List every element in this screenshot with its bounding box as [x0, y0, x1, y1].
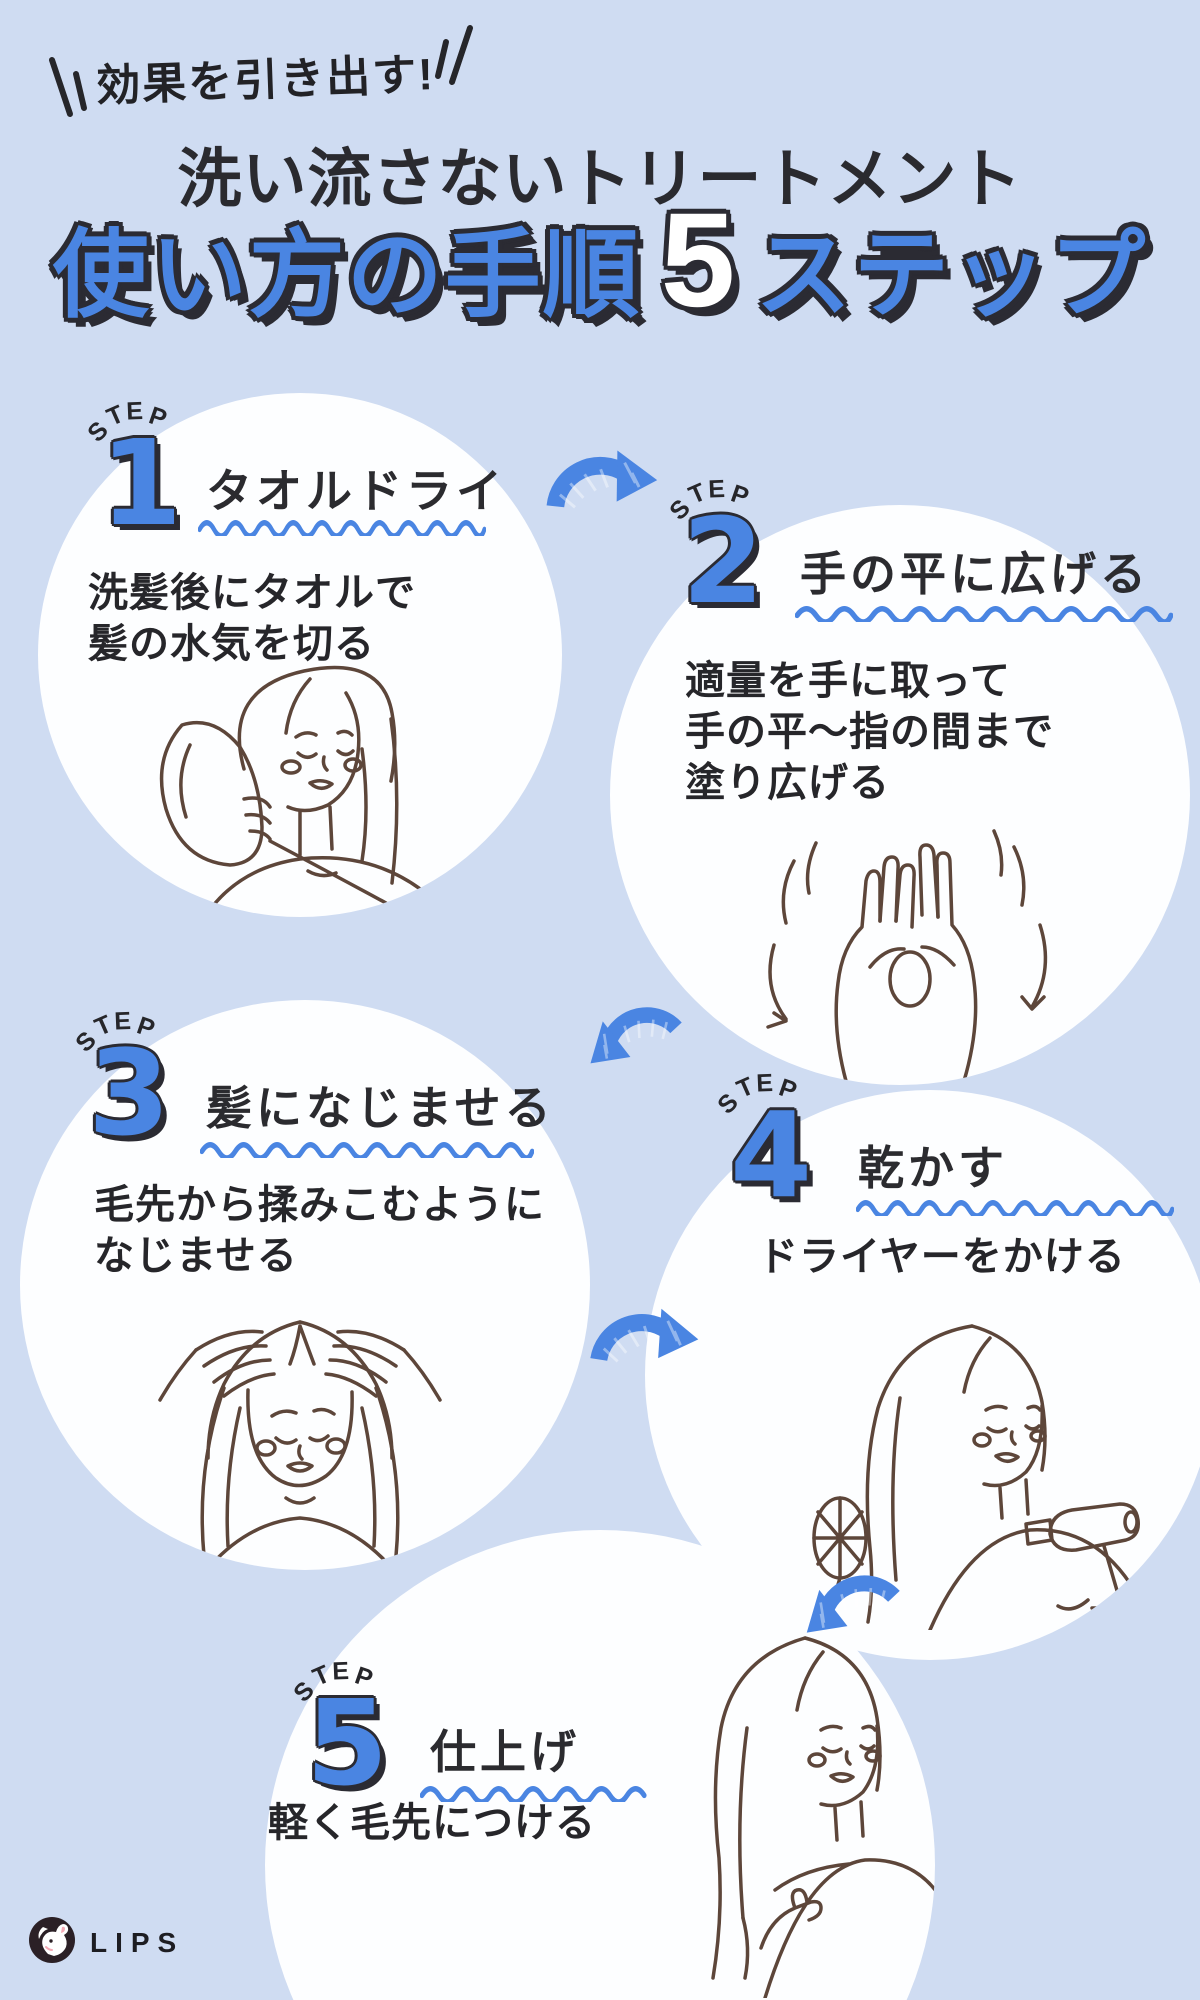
massage-into-hair-illustration: [100, 1288, 500, 1568]
curved-arrow-icon: [543, 435, 665, 526]
step5-number: 5: [306, 1674, 389, 1812]
page-title-suffix: ステップ: [755, 221, 1148, 329]
blow-dry-illustration: [690, 1298, 1160, 1630]
header-tagline: 効果を引き出す!: [95, 50, 436, 111]
step2-number: 2: [682, 492, 765, 630]
step2-title: 手の平に広げる: [800, 548, 1150, 600]
page-title-number: 5: [660, 185, 736, 335]
curved-arrow-icon: [586, 1290, 708, 1383]
step3-description: 毛先から揉みこむように なじませる: [94, 1180, 545, 1282]
step3-title: 髪になじませる: [206, 1082, 555, 1134]
step1-description-line: 洗髪後にタオルで: [88, 571, 416, 615]
wavy-underline: [420, 1786, 647, 1802]
footer: LIPS: [28, 1916, 184, 1969]
step1-title: タオルドライ: [206, 465, 506, 517]
curved-arrow-icon: [564, 973, 692, 1097]
step3-description-line: なじませる: [94, 1234, 298, 1279]
step1-circle: [38, 393, 562, 917]
emphasis-slash-right-icon: [434, 24, 478, 88]
emphasis-slash-left-icon: [44, 56, 88, 120]
lips-logo-icon: [28, 1916, 76, 1969]
step2-description-line: 手の平〜指の間まで: [685, 710, 1054, 755]
step3-circle: [20, 1000, 590, 1570]
step1-description: 洗髪後にタオルで 髪の水気を切る: [88, 568, 416, 670]
header-subtitle: 洗い流さないトリートメント: [177, 143, 1023, 215]
step2-circle: [610, 505, 1190, 1085]
step5-description: 軽く毛先につける: [268, 1798, 596, 1849]
footer-logo-text: LIPS: [90, 1926, 185, 1958]
page-title-prefix: 使い方の手順: [52, 221, 641, 329]
wavy-underline: [200, 1142, 534, 1158]
step4-description-line: ドライヤーをかける: [758, 1235, 1126, 1279]
spread-on-palms-illustration: [728, 797, 1080, 1083]
step1-description-line: 髪の水気を切る: [88, 622, 375, 667]
page-title: 使い方の手順 5 ステップ: [0, 186, 1200, 336]
apply-to-hair-ends-illustration: [655, 1618, 935, 1998]
wavy-underline: [198, 520, 486, 536]
step3-description-line: 毛先から揉みこむように: [94, 1183, 545, 1227]
step2-description: 適量を手に取って 手の平〜指の間まで 塗り広げる: [685, 656, 1054, 810]
wavy-underline: [795, 606, 1173, 622]
step5-title: 仕上げ: [430, 1726, 580, 1778]
step4-description: ドライヤーをかける: [758, 1232, 1126, 1283]
step3-number: 3: [88, 1024, 171, 1162]
step4-title: 乾かす: [858, 1142, 1008, 1194]
step5-description-line: 軽く毛先につける: [268, 1801, 596, 1845]
step1-number: 1: [100, 414, 183, 552]
towel-dry-illustration: [94, 649, 514, 911]
wavy-underline: [856, 1200, 1174, 1216]
step4-number: 4: [730, 1086, 813, 1224]
step2-description-line: 適量を手に取って: [685, 659, 1011, 703]
step2-description-line: 塗り広げる: [685, 761, 890, 806]
